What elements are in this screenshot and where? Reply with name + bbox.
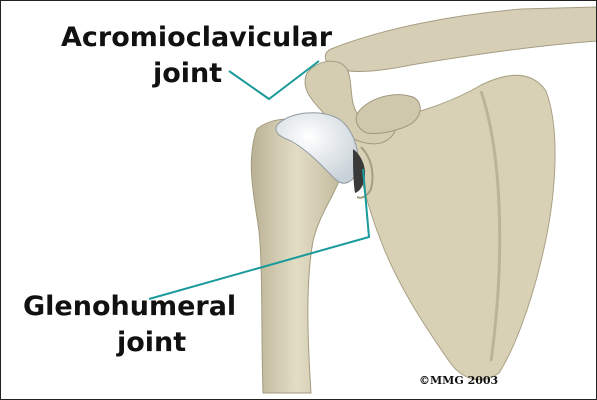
glenohumeral-label-line2: joint — [117, 328, 186, 358]
copyright-notice: ©MMG 2003 — [419, 374, 498, 387]
glenohumeral-label-line1: Glenohumeral — [23, 292, 236, 322]
acromioclavicular-label-line1: Acromioclavicular — [61, 23, 332, 53]
acromioclavicular-label-line2: joint — [153, 59, 222, 89]
clavicle-bone — [325, 7, 597, 71]
